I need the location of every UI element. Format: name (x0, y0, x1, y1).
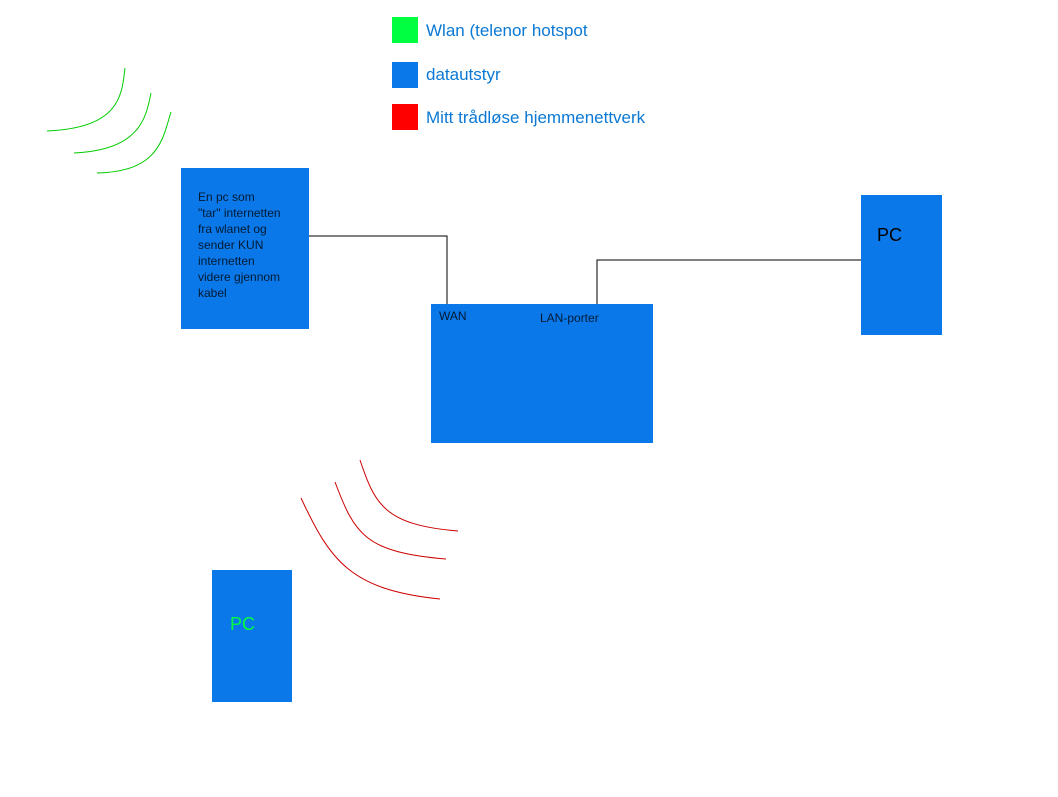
home-wifi-arc-outer (300, 497, 441, 600)
gateway-pc-line: internetten (198, 254, 255, 268)
home-wifi-arc-inner (359, 459, 459, 532)
gateway-pc-description: En pc som "tar" internetten fra wlanet o… (198, 189, 303, 301)
gateway-pc-line: En pc som (198, 190, 255, 204)
gateway-pc-line: fra wlanet og (198, 222, 267, 236)
router-box (431, 304, 653, 443)
gateway-pc-line: "tar" internetten (198, 206, 281, 220)
router-lan-label: LAN-porter (540, 311, 599, 325)
home-wifi-arc-middle (334, 481, 447, 560)
wlan-signal-arc-inner (96, 111, 172, 174)
wireless-pc-label: PC (230, 614, 256, 634)
wired-pc-label: PC (877, 225, 903, 245)
cable-gateway-to-wan (309, 235, 448, 304)
legend-swatch-home-wifi (392, 104, 418, 130)
wireless-pc-box (212, 570, 292, 702)
gateway-pc-line: sender KUN (198, 238, 264, 252)
gateway-pc-line: kabel (198, 286, 227, 300)
gateway-pc-box (181, 168, 309, 329)
legend-label-home-wifi: Mitt trådløse hjemmenettverk (426, 108, 646, 127)
legend-swatch-wlan (392, 17, 418, 43)
wired-pc-box (861, 195, 942, 335)
gateway-pc-line: videre gjennom (198, 270, 281, 284)
legend-label-wlan: Wlan (telenor hotspot (426, 21, 588, 40)
wlan-signal-arc-middle (73, 92, 152, 154)
wlan-signal-arc-outer (46, 67, 126, 132)
cable-lan-to-pc (596, 259, 862, 304)
legend-swatch-device (392, 62, 418, 88)
legend-label-device: datautstyr (426, 65, 501, 84)
router-wan-label: WAN (439, 309, 467, 323)
